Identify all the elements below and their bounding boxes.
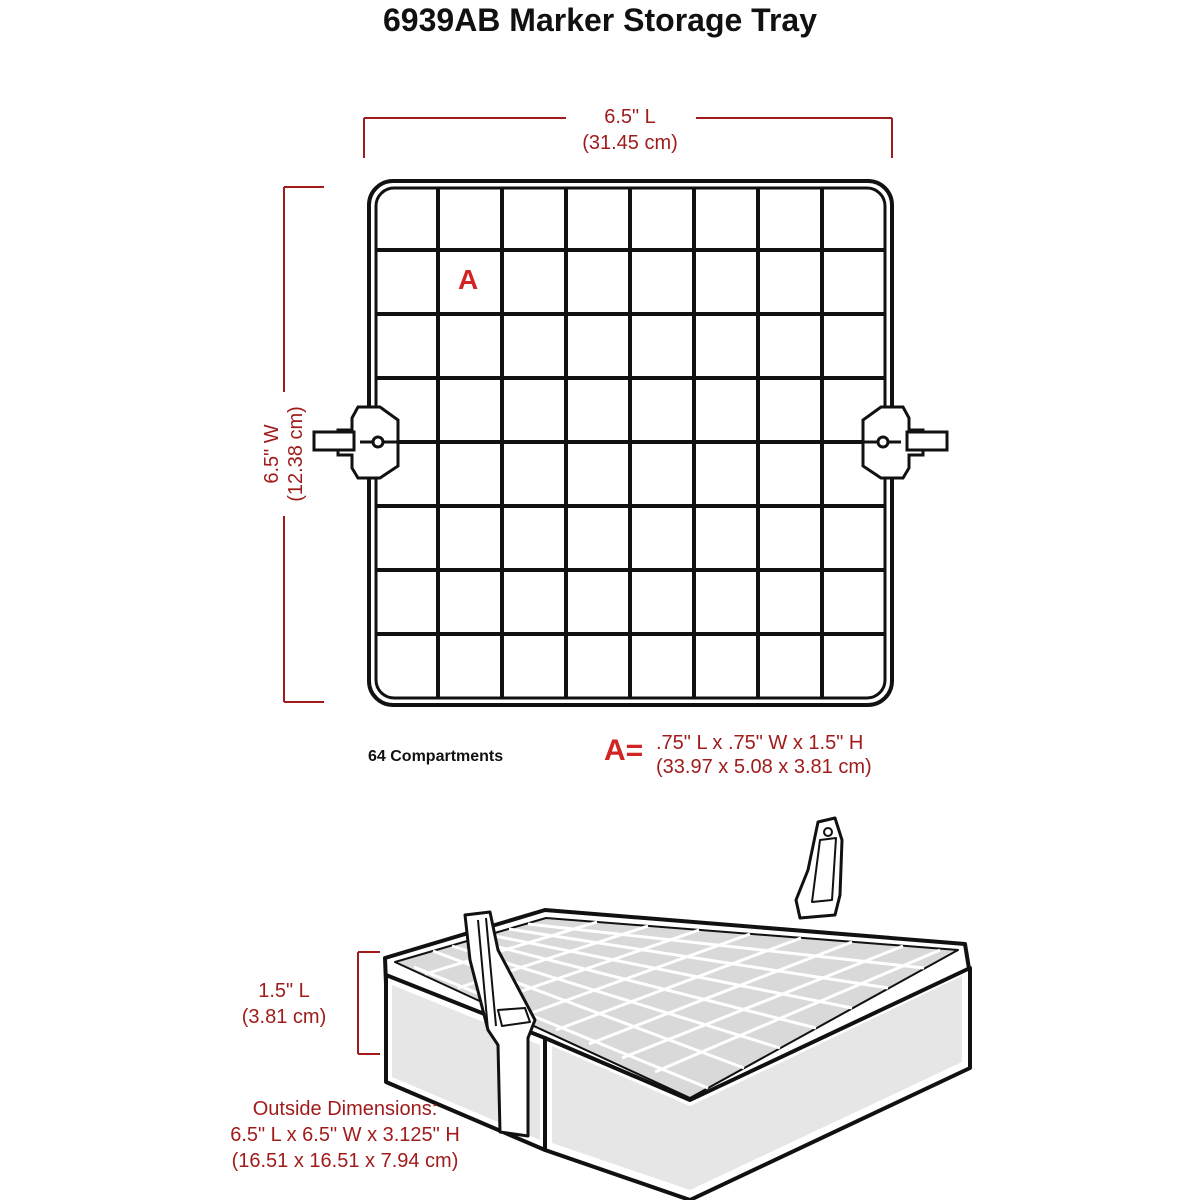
compartment-size: .75" L x .75" W x 1.5" H	[656, 732, 864, 754]
height-metric: (3.81 cm)	[241, 1006, 327, 1028]
outside-dimensions-heading: Outside Dimensions:	[252, 1098, 438, 1120]
length-metric: (31.45 cm)	[582, 132, 678, 154]
height-label: 1.5" L	[258, 980, 310, 1002]
top-view-tray	[367, 179, 894, 707]
width-metric: (12.38 cm)	[285, 406, 307, 502]
outside-dimensions-metric: (16.51 x 16.51 x 7.94 cm)	[231, 1150, 459, 1172]
compartments-count: 64 Compartments	[368, 748, 504, 765]
perspective-tray	[383, 816, 972, 1200]
length-label: 6.5" L	[604, 106, 656, 128]
compartment-marker-a: A	[458, 264, 479, 295]
page-title: 6939AB Marker Storage Tray	[383, 2, 817, 38]
left-handle-clip	[312, 405, 400, 480]
length-dimension-bracket	[363, 117, 893, 158]
height-dimension-bracket	[357, 951, 380, 1055]
compartment-spec-marker: A=	[604, 734, 644, 767]
width-dimension-bracket	[283, 186, 324, 703]
width-label: 6.5" W	[261, 424, 283, 484]
right-handle-clip	[861, 405, 949, 480]
outside-dimensions-size: 6.5" L x 6.5" W x 3.125" H	[230, 1124, 460, 1146]
compartment-size-metric: (33.97 x 5.08 x 3.81 cm)	[656, 756, 872, 778]
